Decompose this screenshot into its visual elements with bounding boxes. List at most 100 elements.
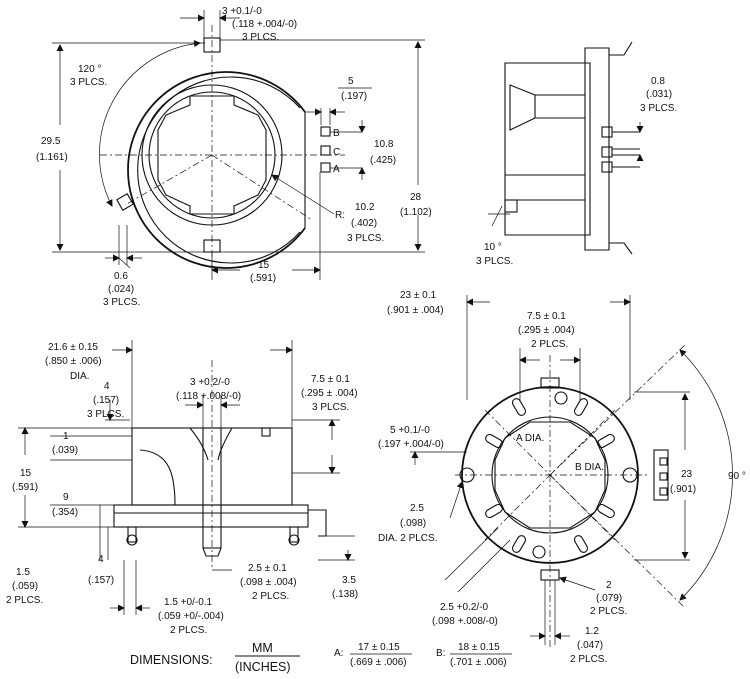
side-view: 0.8 (.031) 3 PLCS. 10 ° 3 PLCS. [476, 41, 677, 267]
front-view: 21.6 ± 0.15 (.850 ± .006) DIA. 4 (.157) … [6, 340, 358, 636]
pcb-layout-view: 23 ± 0.1 (.901 ± .004) 7.5 ± 0.1 (.295 ±… [378, 290, 746, 665]
dim-29-5-label: 29.5 [41, 136, 61, 147]
dim-4a-plcs: 3 PLCS. [87, 409, 124, 420]
pcb-dim-23b-label: 23 [681, 469, 693, 480]
dim-1-5b-inch: (.059 +0/-.004) [158, 611, 224, 622]
pcb-dim-2-label: 2 [606, 580, 612, 591]
pcb-dim-2-inch: (.079) [596, 593, 622, 604]
dim-4b-label: 4 [98, 554, 104, 565]
dim-1-5b-label: 1.5 +0/-0.1 [164, 597, 213, 608]
dim-4b-inch: (.157) [88, 575, 114, 586]
side-flange [584, 47, 610, 251]
legend-dimensions-label: DIMENSIONS: [130, 653, 213, 667]
pcb-dim-1-2-inch: (.047) [577, 640, 603, 651]
legend-a-inch: (.669 ± .006) [350, 657, 407, 668]
angle-120-label: 120 ° [78, 64, 101, 75]
dim-1-5-inch: (.059) [12, 581, 38, 592]
pcb-dim-2-plcs: 2 PLCS. [590, 606, 627, 617]
dim-28-inch: (1.102) [400, 207, 432, 218]
pcb-dim-23a-label: 23 ± 0.1 [400, 290, 437, 301]
dim-2-5-label: 2.5 ± 0.1 [248, 563, 287, 574]
dim-10-2-plcs: 3 PLCS. [347, 233, 384, 244]
pcb-dim-23b-inch: (.901) [670, 484, 696, 495]
pcb-angle-90: 90 ° [728, 471, 746, 482]
pcb-dim-23a-inch: (.901 ± .004) [387, 305, 444, 316]
dim-1-5b-plcs: 2 PLCS. [170, 625, 207, 636]
dim-9-label: 9 [63, 492, 69, 503]
dim-5-inch: (.197) [341, 91, 367, 102]
dim-2-5-inch: (.098 ± .004) [240, 577, 297, 588]
legend-a-value: 17 ± 0.15 [358, 642, 400, 653]
dim-1-inch: (.039) [52, 445, 78, 456]
pin-b-label: B [333, 128, 340, 139]
angle-120-plcs: 3 PLCS. [70, 77, 107, 88]
pcb-dim-7-5-label: 7.5 ± 0.1 [527, 311, 566, 322]
dim-3-inch: (.118 +.004/-0) [232, 19, 297, 30]
dim-15-label: 15 [258, 260, 270, 271]
dim-3-label: 3 +0.1/-0 [222, 6, 262, 17]
dim-3-5-inch: (.138) [332, 589, 358, 600]
legend-b-value: 18 ± 0.15 [458, 642, 500, 653]
pin-a-label: A [333, 164, 340, 175]
pcb-dim-2-5b-label: 2.5 +0.2/-0 [440, 602, 489, 613]
pcb-dim-1-2-plcs: 2 PLCS. [570, 654, 607, 665]
dim-21-6-dia: DIA. [70, 371, 89, 382]
dimension-legend: DIMENSIONS: MM (INCHES) A: 17 ± 0.15 (.6… [130, 641, 512, 674]
pcb-dim-5-inch: (.197 +.004/-0) [378, 439, 444, 450]
legend-a-key: A: [334, 648, 343, 659]
dim-29-5-inch: (1.161) [36, 152, 68, 163]
pcb-dim-2-5-inch: (.098) [400, 518, 426, 529]
pcb-a-dia: A DIA. [516, 433, 544, 444]
dim-15-inch: (.591) [250, 273, 276, 284]
radius-prefix: R: [335, 210, 345, 221]
dim-10-2-label: 10.2 [355, 202, 375, 213]
dim-3b-inch: (.118 +.008/-0) [176, 391, 241, 402]
dim-0-8-plcs: 3 PLCS. [640, 103, 677, 114]
side-body [504, 62, 591, 236]
angle-10-label: 10 ° [484, 242, 502, 253]
dim-4a-inch: (.157) [93, 395, 119, 406]
pcb-dim-5-label: 5 +0.1/-0 [390, 425, 430, 436]
dim-15-label: 15 [20, 468, 32, 479]
legend-mm-unit: MM [252, 641, 273, 655]
dim-0-8-label: 0.8 [651, 76, 665, 87]
top-view: 3 +0.1/-0 (.118 +.004/-0) 3 PLCS. 120 ° … [36, 6, 432, 308]
dim-1-5-label: 1.5 [16, 567, 30, 578]
pcb-dim-2-5-label: 2.5 [410, 503, 424, 514]
dim-1-label: 1 [63, 431, 69, 442]
pcb-dim-7-5-plcs: 2 PLCS. [531, 339, 568, 350]
dim-1-5-plcs: 2 PLCS. [6, 595, 43, 606]
dim-28-label: 28 [410, 192, 422, 203]
dim-21-6-inch: (.850 ± .006) [45, 356, 102, 367]
dim-10-2-inch: (.402) [351, 218, 377, 229]
dim-5-label: 5 [348, 76, 354, 87]
dim-0-6-inch: (.024) [108, 284, 134, 295]
dim-3-5-label: 3.5 [342, 575, 356, 586]
dim-3-plcs: 3 PLCS. [242, 32, 279, 43]
dim-0-8-inch: (.031) [646, 89, 672, 100]
dim-3b-label: 3 +0.2/-0 [190, 377, 230, 388]
dim-10-8-inch: (.425) [370, 155, 396, 166]
pin-c-label: C [333, 147, 340, 158]
pcb-dim-1-2-label: 1.2 [585, 626, 599, 637]
legend-inches-unit: (INCHES) [235, 660, 291, 674]
dim-0-6-plcs: 3 PLCS. [103, 297, 140, 308]
dim-0-6-label: 0.6 [114, 271, 128, 282]
dim-2-5-plcs: 2 PLCS. [252, 591, 289, 602]
top-housing-outline [127, 71, 306, 269]
dim-7-5-plcs: 3 PLCS. [312, 402, 349, 413]
dim-4a-label: 4 [104, 381, 110, 392]
dim-7-5-inch: (.295 ± .004) [301, 388, 358, 399]
angle-10-plcs: 3 PLCS. [476, 256, 513, 267]
front-shaft [202, 427, 222, 549]
dim-15-inch: (.591) [12, 482, 38, 493]
dim-10-8-label: 10.8 [374, 139, 394, 150]
pcb-dim-2-5b-inch: (.098 +.008/-0) [432, 616, 498, 627]
dim-9-inch: (.354) [52, 507, 78, 518]
legend-b-inch: (.701 ± .006) [450, 657, 507, 668]
pcb-dim-2-5-plcs: DIA. 2 PLCS. [378, 533, 437, 544]
pcb-b-dia: B DIA. [575, 462, 604, 473]
front-flange [113, 504, 309, 528]
dim-7-5-label: 7.5 ± 0.1 [311, 374, 350, 385]
